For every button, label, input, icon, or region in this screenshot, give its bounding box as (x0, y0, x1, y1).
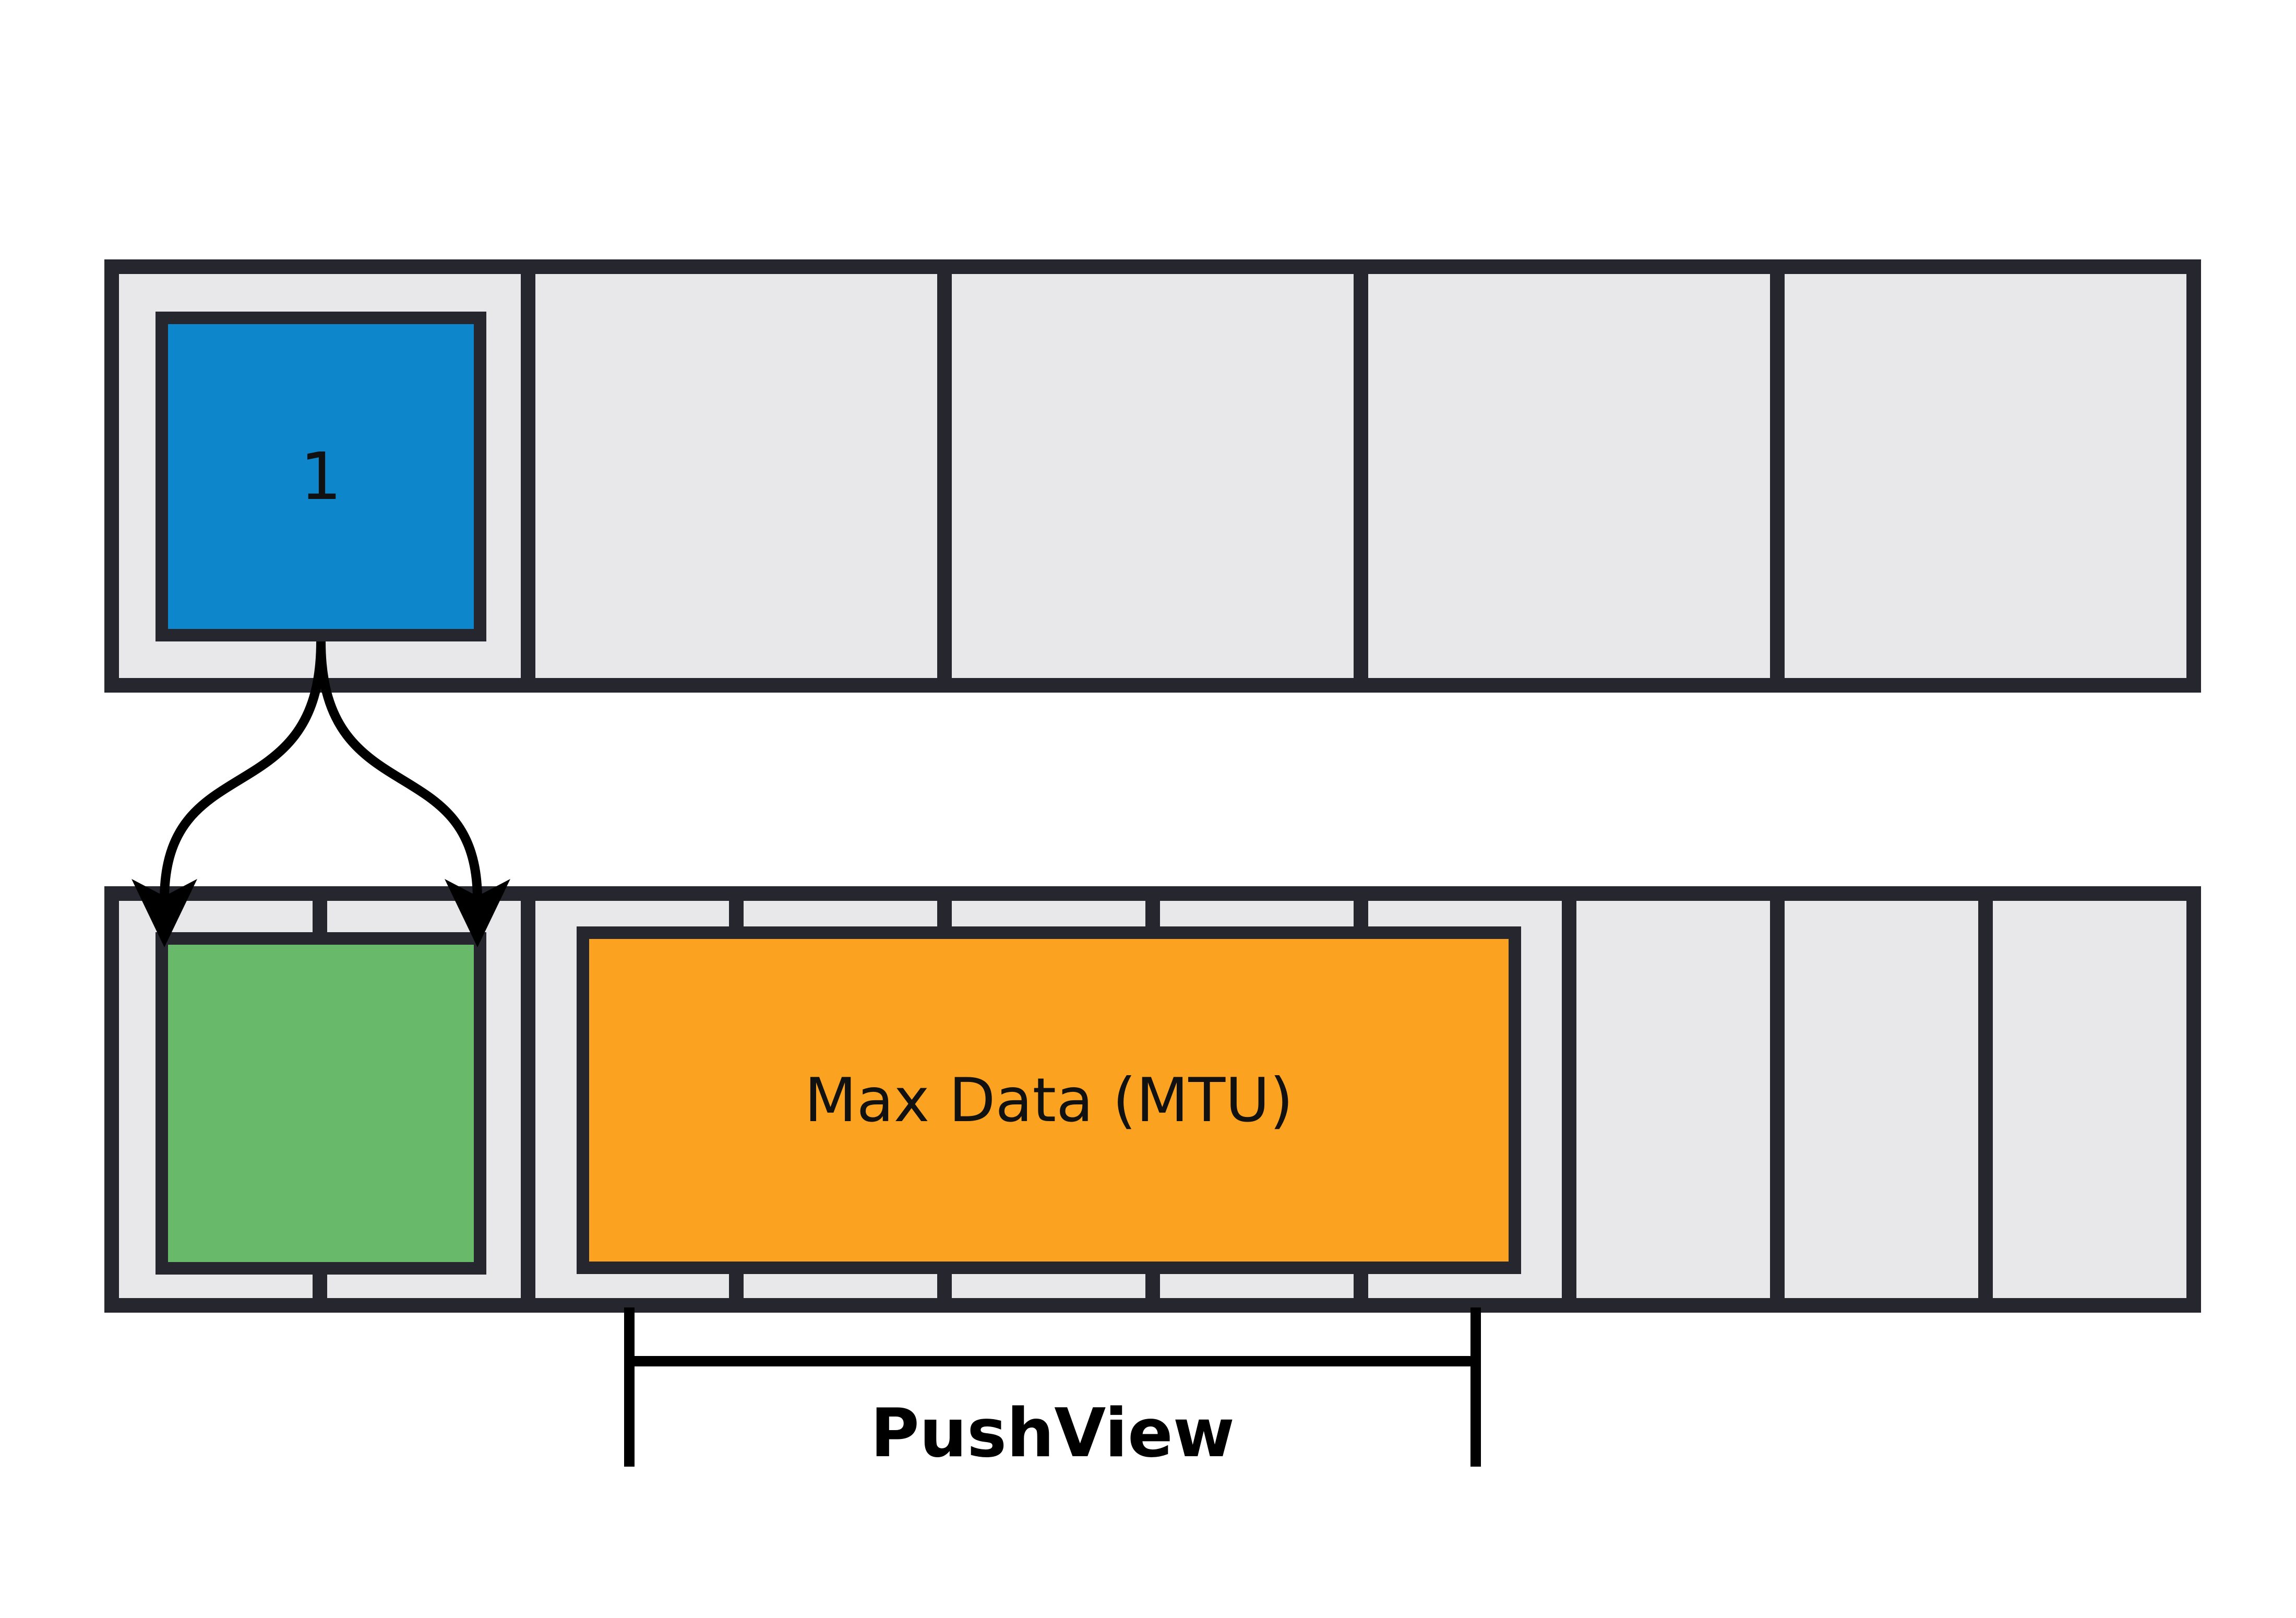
fragment-1-label: 1 (300, 438, 342, 515)
bottom-buffer-cell (1993, 901, 2186, 1298)
top-buffer-cell (535, 274, 937, 678)
top-buffer-cell (952, 274, 1354, 678)
pushview-label: PushView (870, 1395, 1235, 1472)
top-buffer-cell (1785, 274, 2186, 678)
max-data-mtu-box: Max Data (MTU) (577, 926, 1521, 1274)
bracket-right-tick (1470, 1307, 1481, 1467)
max-data-mtu-label: Max Data (MTU) (804, 1065, 1294, 1136)
bottom-buffer-cell (1576, 901, 1770, 1298)
bottom-buffer-cell (1785, 901, 1978, 1298)
fragment-1-box: 1 (156, 312, 486, 641)
bracket-bar (624, 1356, 1481, 1366)
bracket-left-tick (624, 1307, 635, 1467)
received-slot-box (156, 932, 486, 1275)
top-buffer-cell (1368, 274, 1770, 678)
